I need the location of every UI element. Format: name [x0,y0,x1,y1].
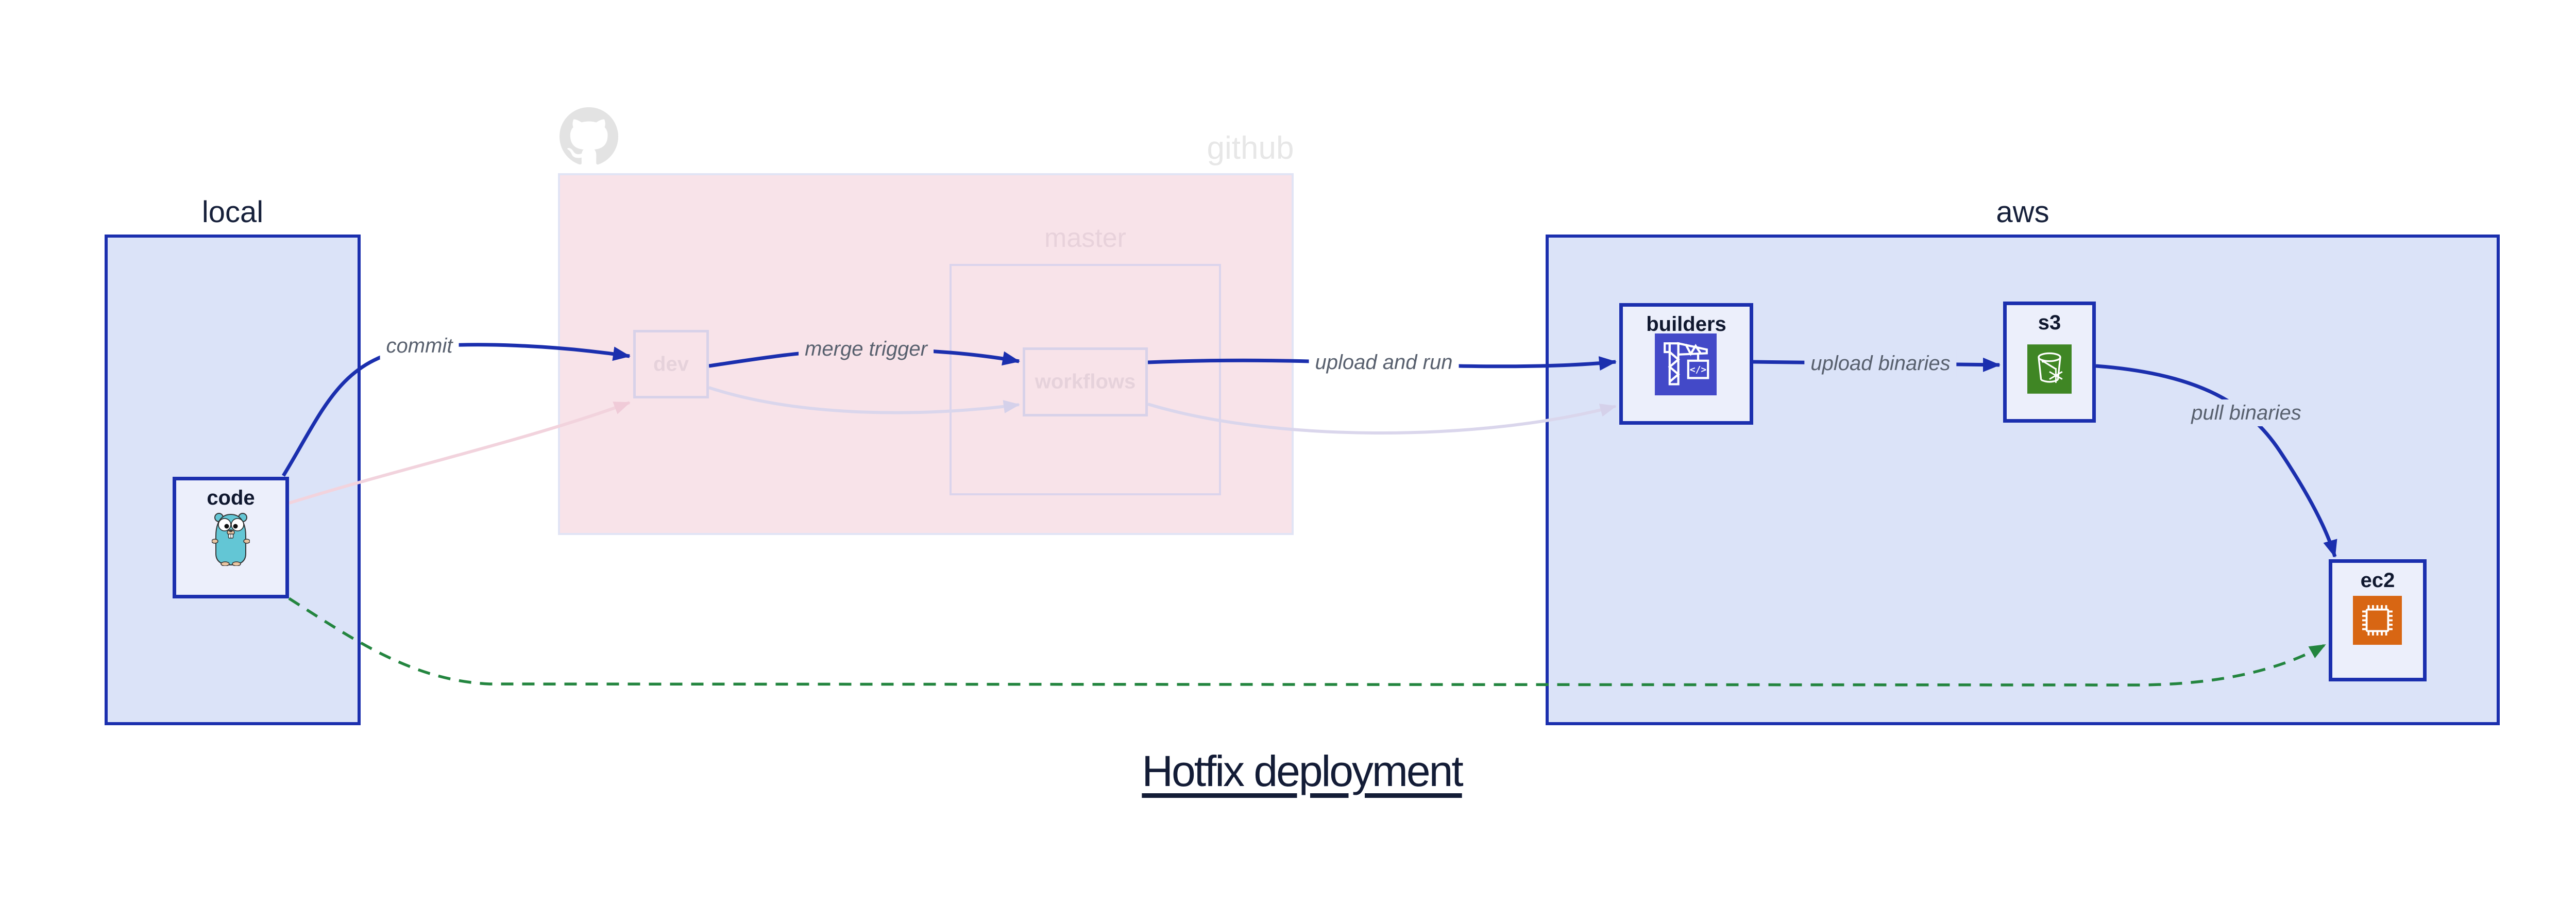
container-label-master: master [1044,223,1126,253]
aws-codebuild-crane-icon: </> [1655,333,1717,395]
node-label-workflows: workflows [1035,370,1136,393]
node-workflows: workflows [1023,347,1148,416]
edge-hotfix-dashed [288,597,2326,687]
node-s3: s3 [2003,302,2096,423]
node-label-dev: dev [653,353,689,375]
ghost-edge-dev-workflows [708,386,1020,414]
go-gopher-icon [212,513,250,566]
node-label-s3: s3 [2038,311,2061,334]
edge-label-merge-trigger: merge trigger [799,336,934,362]
svg-text:</>: </> [1690,364,1707,375]
edge-label-pull-binaries: pull binaries [2185,399,2308,426]
edge-label-commit: commit [380,332,459,359]
github-octocat-icon [560,107,618,165]
aws-ec2-chip-icon [2353,596,2402,645]
node-ec2: ec2 [2329,559,2427,681]
diagram-title: Hotfix deployment [1142,747,1463,795]
aws-s3-bucket-icon [2027,344,2072,394]
container-label-local: local [201,195,264,229]
ghost-edge-workflows-builders [1147,403,1617,435]
container-label-github: github [1207,130,1294,166]
node-code: code [173,477,289,598]
edge-label-upload-binaries: upload binaries [1804,350,1957,377]
edge-label-upload-and-run: upload and run [1309,349,1459,376]
node-builders: builders </> [1619,303,1753,425]
edge-pull-binaries [2095,364,2337,558]
ghost-edge-code-dev [289,401,631,505]
node-label-builders: builders [1646,313,1726,336]
node-label-code: code [207,487,255,509]
container-label-aws: aws [1996,195,2049,229]
node-dev: dev [633,330,709,398]
node-label-ec2: ec2 [2360,569,2395,592]
